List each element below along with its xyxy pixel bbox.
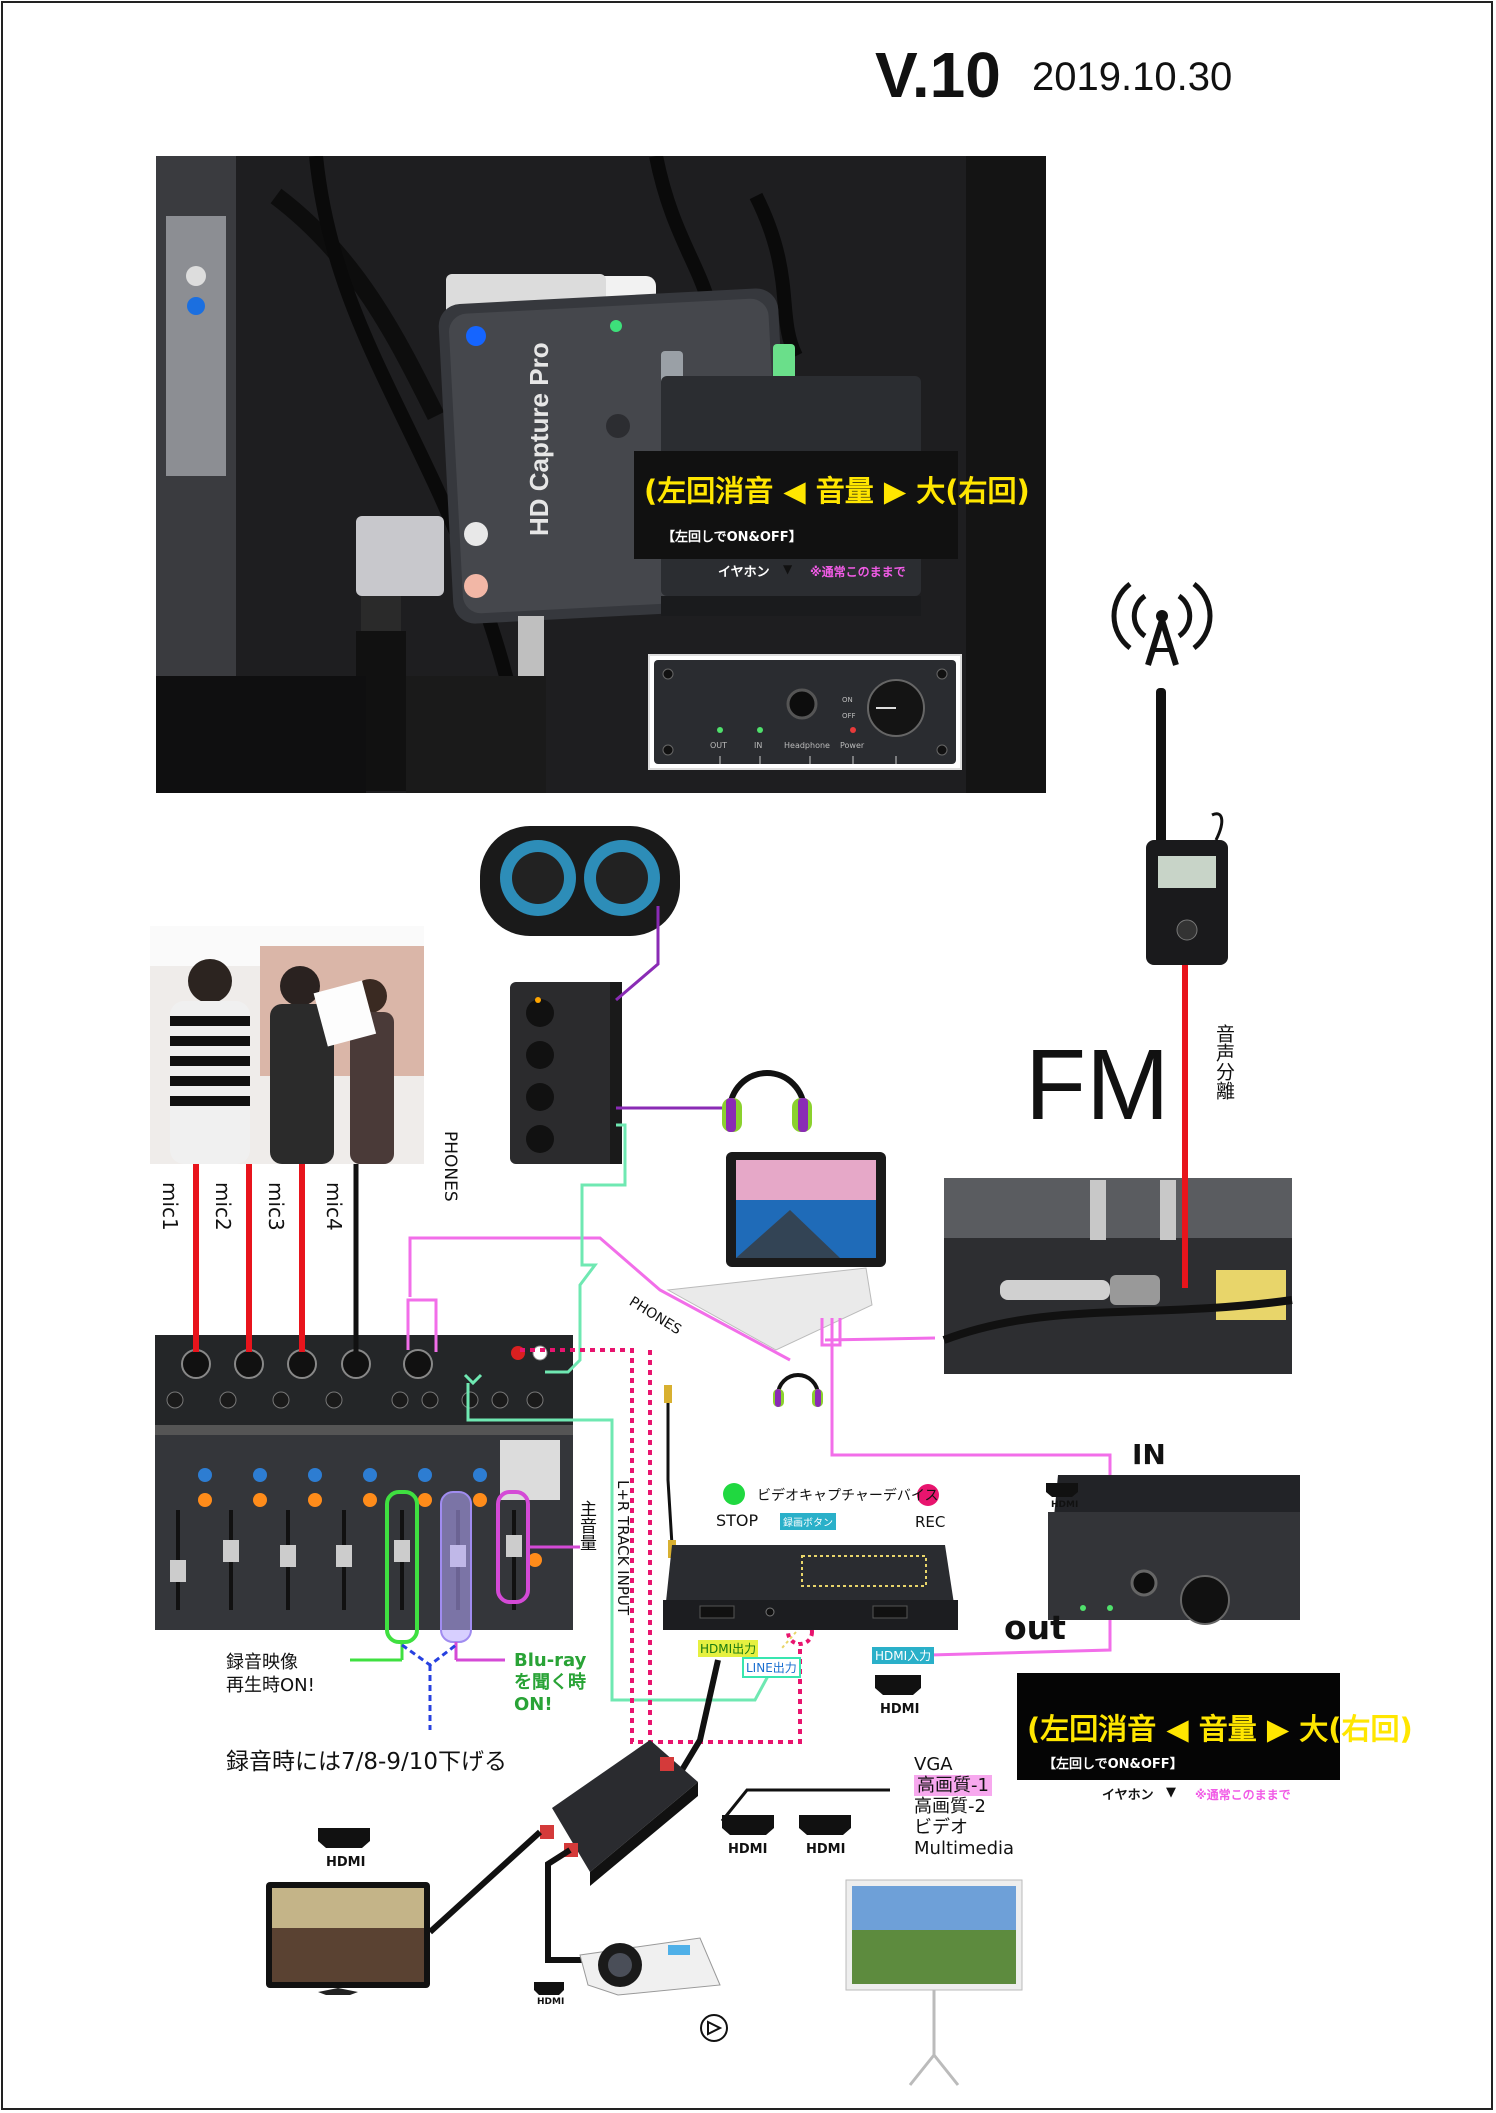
capture-legend-title: ビデオキャプチャーデバイス bbox=[757, 1488, 939, 1504]
fm-receiver-device bbox=[1146, 688, 1228, 965]
rec-button-label: 録画ボタン bbox=[780, 1513, 836, 1530]
mic3-label: mic3 bbox=[264, 1182, 288, 1231]
lr-track-input-label: L+R TRACK INPUT bbox=[614, 1480, 632, 1615]
quality-list: VGA 高画質-1 高画質-2 ビデオ Multimedia bbox=[914, 1754, 1014, 1859]
phones-label-vertical: PHONES bbox=[440, 1131, 460, 1202]
master-volume-label: 主音量 bbox=[576, 1500, 596, 1551]
panel-label-headphone: Headphone bbox=[784, 741, 830, 750]
quality-item-high-1: 高画質-1 bbox=[914, 1775, 1014, 1796]
projection-screen bbox=[845, 1879, 1023, 2086]
keep-note-bottom: ※通常このままで bbox=[1195, 1788, 1291, 1802]
mixer-cabinet-photo bbox=[942, 1178, 1293, 1374]
volume-main-text: (左回消音 ◀ 音量 ▶ 大(右回) bbox=[644, 474, 1030, 508]
highlight-ch-9-10 bbox=[440, 1491, 472, 1643]
volume-notice-bottom: (左回消音 ◀ 音量 ▶ 大(右回) 【左回しでON&OFF】 bbox=[1017, 1673, 1413, 1780]
portable-bluray-player bbox=[666, 1152, 886, 1351]
down-arrow-icon-bottom: ▼ bbox=[1166, 1785, 1176, 1800]
quality-item-multimedia: Multimedia bbox=[914, 1838, 1015, 1859]
panel-label-power: Power bbox=[840, 741, 865, 750]
bluetooth-speaker bbox=[480, 826, 680, 936]
in-label: IN bbox=[1132, 1438, 1166, 1471]
volume-sub-text: 【左回しでON&OFF】 bbox=[662, 530, 802, 545]
hdmi-label-capture: HDMI bbox=[880, 1702, 920, 1717]
projector bbox=[579, 1937, 721, 1996]
hdmi-label-switch-2: HDMI bbox=[806, 1842, 846, 1857]
volume-sub-text-bottom: 【左回しでON&OFF】 bbox=[1043, 1757, 1183, 1772]
date-label: 2019.10.30 bbox=[1032, 55, 1233, 99]
audio-mixer bbox=[155, 1335, 573, 1630]
panel-label-in: IN bbox=[754, 741, 762, 750]
antenna-icon bbox=[1111, 582, 1213, 666]
mixer-fader-strips bbox=[170, 1510, 522, 1610]
rec-label: REC bbox=[915, 1513, 946, 1531]
hdmi-label-switch-1: HDMI bbox=[728, 1842, 768, 1857]
stop-label: STOP bbox=[716, 1511, 759, 1530]
stop-indicator bbox=[723, 1483, 745, 1505]
rec-indicator bbox=[917, 1484, 939, 1506]
headphones-icon-large bbox=[722, 1070, 812, 1132]
hdmi-audio-extractor bbox=[1048, 1475, 1300, 1625]
down-arrow-icon: ▼ bbox=[783, 562, 793, 576]
mic4-label: mic4 bbox=[322, 1182, 346, 1231]
hd-capture-device bbox=[663, 1545, 958, 1630]
hdmi-out-port-label: HDMI出力 bbox=[698, 1640, 759, 1657]
keep-note-photo: ※通常このままで bbox=[810, 565, 906, 579]
hdmi-switch bbox=[540, 1740, 698, 1886]
quality-item-vga: VGA bbox=[914, 1754, 953, 1775]
quality-item-high-2: 高画質-2 bbox=[914, 1796, 986, 1817]
headphones-icon-small bbox=[773, 1373, 823, 1407]
mic1-label: mic1 bbox=[158, 1182, 182, 1231]
hdmi-label-projector: HDMI bbox=[537, 1997, 565, 2007]
down-indicator bbox=[401, 1643, 457, 1730]
panel-switch-on: ON bbox=[842, 696, 853, 704]
quality-item-video: ビデオ bbox=[914, 1817, 968, 1838]
audio-split-label: 音声分離 bbox=[1213, 1024, 1235, 1100]
capture-device-text: HD Capture Pro bbox=[524, 342, 554, 536]
bluray-note: Blu-ray を聞く時 ON! bbox=[514, 1650, 587, 1715]
hdmi-input-label: HDMI入力 bbox=[872, 1647, 935, 1664]
monitor-display bbox=[266, 1882, 430, 1995]
mic-performers-photo bbox=[150, 926, 424, 1164]
panel-label-out: OUT bbox=[710, 741, 727, 750]
volume-main-text-bottom: (左回消音 ◀ 音量 ▶ 大(右回) bbox=[1027, 1712, 1413, 1746]
hdmi-icon bbox=[318, 1483, 1078, 1995]
headphone-amplifier bbox=[510, 982, 622, 1164]
out-label: out bbox=[1004, 1608, 1066, 1647]
earphone-label-photo: イヤホン bbox=[718, 565, 770, 580]
volume-notice-photo: (左回消音 ◀ 音量 ▶ 大(右回) 【左回しでON&OFF】 bbox=[634, 451, 1030, 559]
recording-note: 録音時には7/8-9/10下げる bbox=[226, 1749, 507, 1775]
earphone-label-bottom: イヤホン bbox=[1102, 1788, 1154, 1803]
line-out-port-label: LINE出力 bbox=[742, 1657, 801, 1678]
power-icon bbox=[700, 2014, 728, 2042]
version-title: V.10 bbox=[875, 39, 1001, 111]
rec-video-note: 録音映像 再生時ON! bbox=[226, 1652, 315, 1696]
mixer-knobs bbox=[198, 1468, 542, 1567]
hdmi-label-monitor: HDMI bbox=[326, 1855, 366, 1870]
headphone-amp-panel: OUT IN Headphone Power ON OFF bbox=[648, 654, 962, 770]
panel-switch-off: OFF bbox=[842, 712, 856, 720]
hdmi-label-extractor: HDMI bbox=[1051, 1500, 1079, 1510]
fm-label: FM bbox=[1025, 1029, 1170, 1141]
mic2-label: mic2 bbox=[211, 1182, 235, 1231]
